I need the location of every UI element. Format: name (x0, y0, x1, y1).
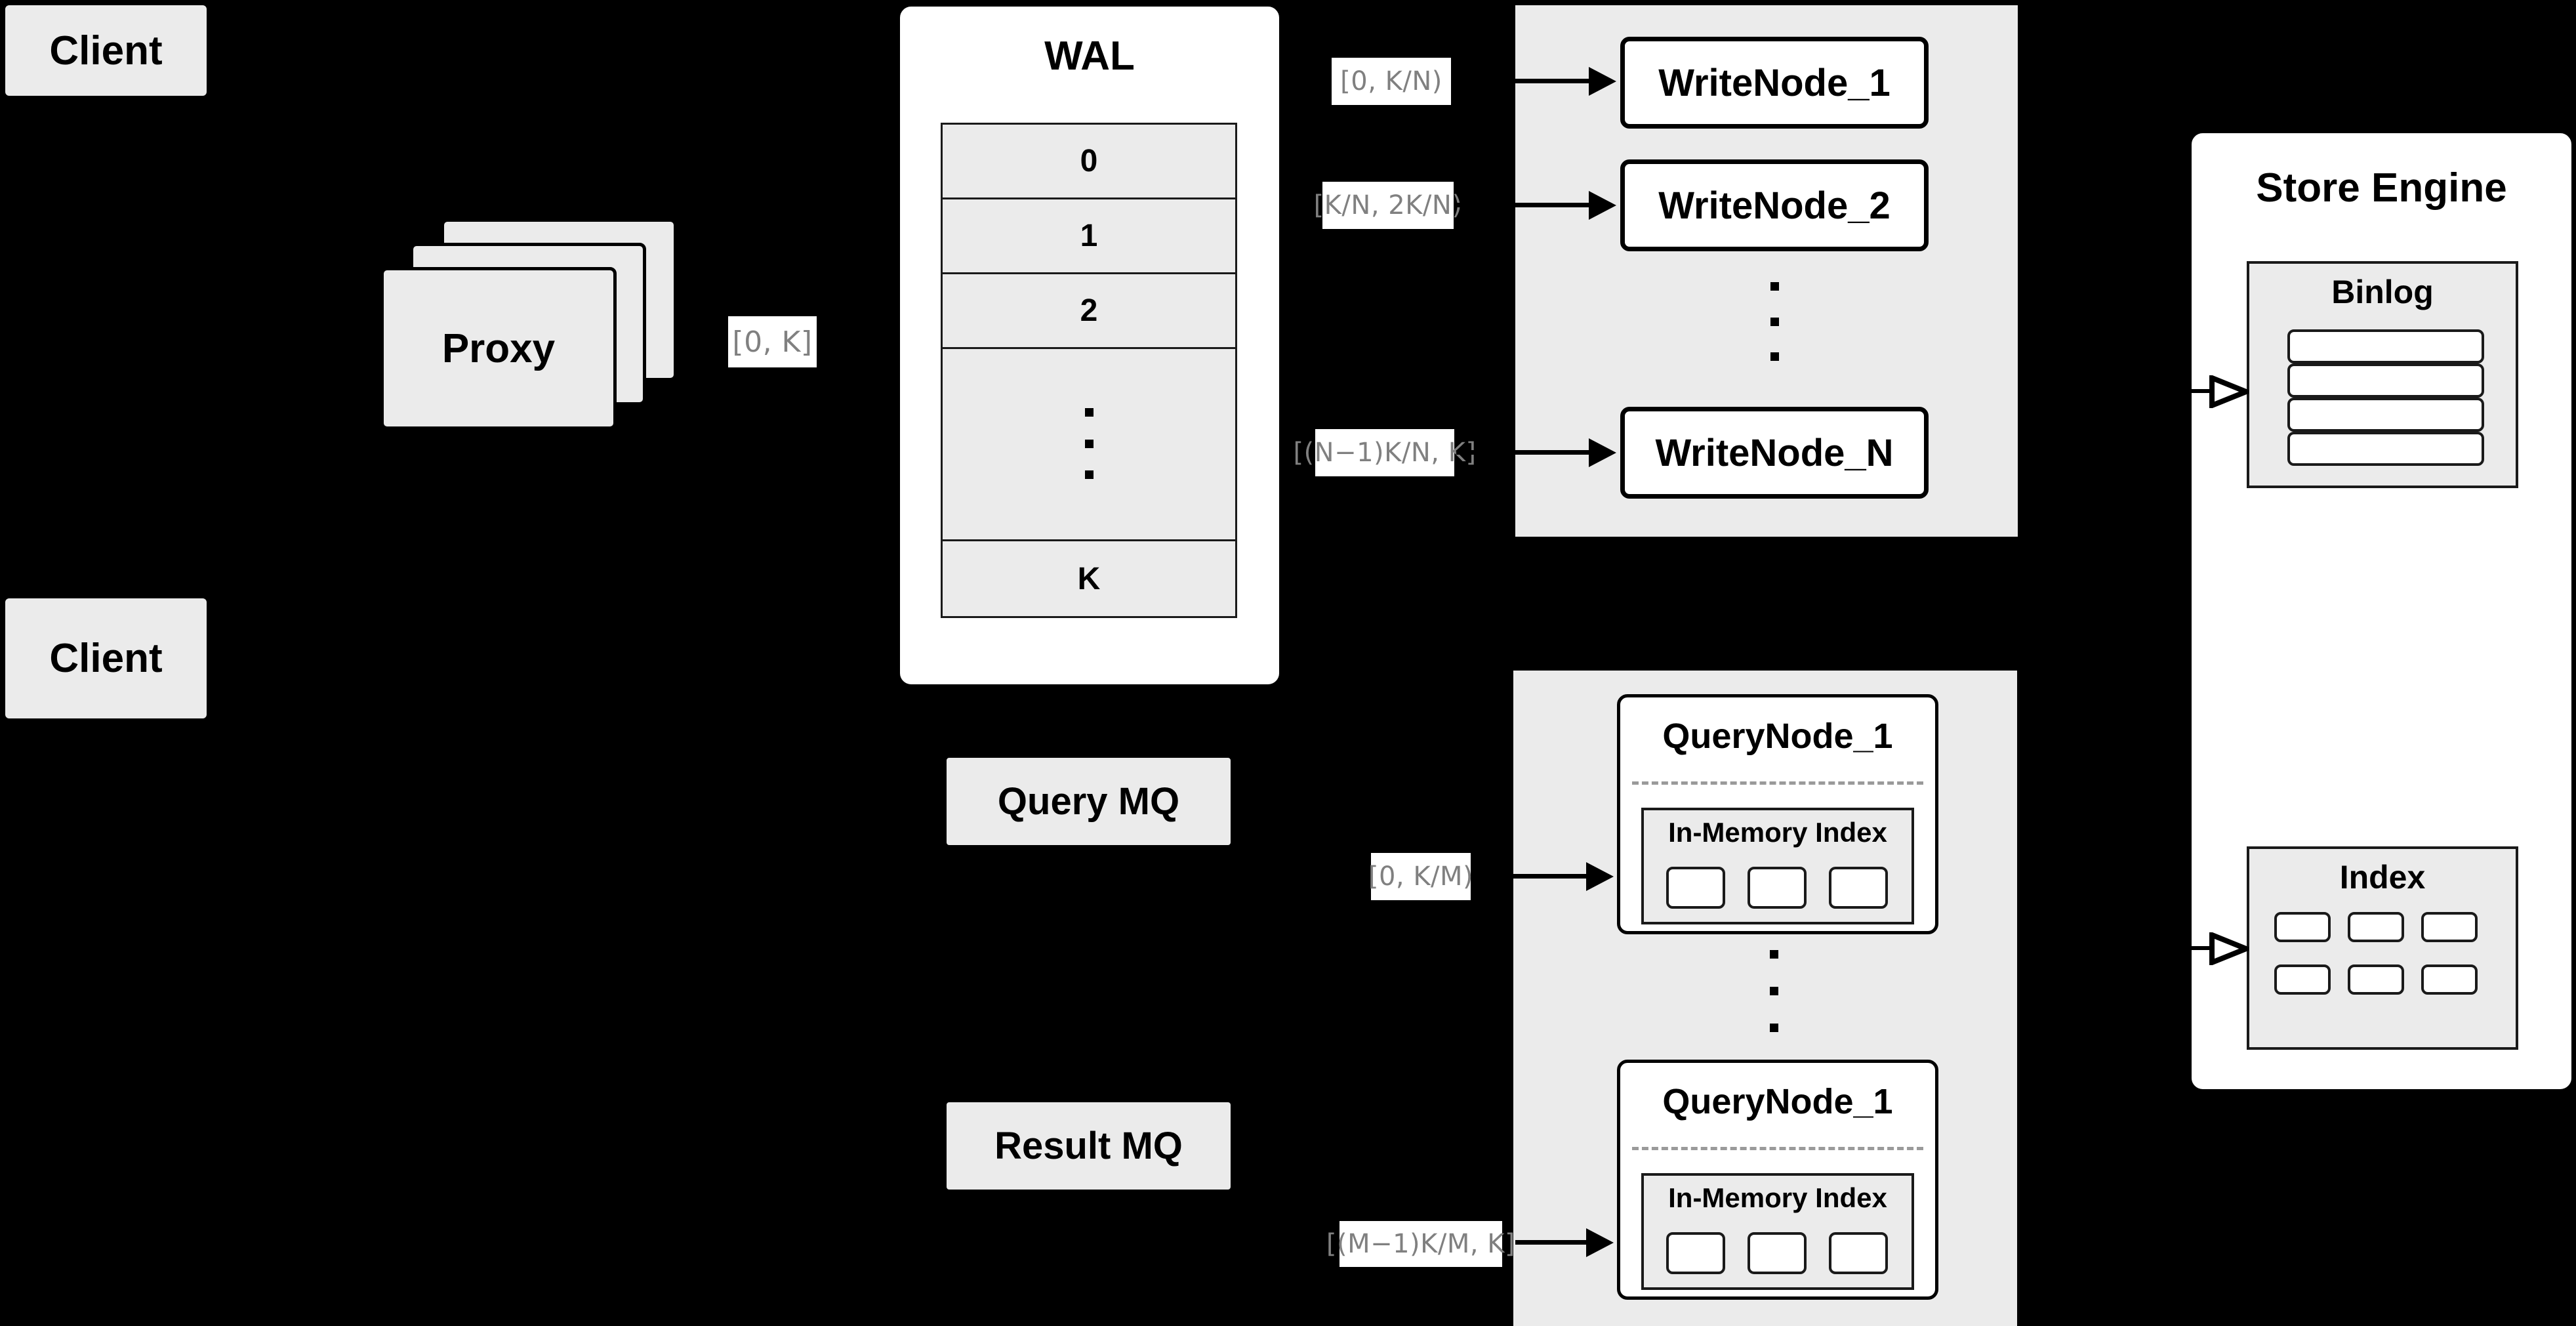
query-node-2-interval-text: [(M−1)K/M, K] (1326, 1229, 1516, 1259)
binlog-entry-3[interactable] (2287, 398, 2484, 432)
write-node-2-interval-label: [K/N, 2K/N) (1314, 182, 1462, 229)
write-node-2-arrowhead-icon (1589, 191, 1616, 220)
wal-vertical-ellipsis-icon (1085, 408, 1094, 479)
client-box-1[interactable]: Client (5, 5, 207, 96)
query-node-2-index-label: In-Memory Index (1668, 1182, 1887, 1213)
index-title: Index (2339, 859, 2426, 896)
index-cell-3[interactable] (2421, 912, 2478, 942)
index-cell-2[interactable] (2348, 912, 2404, 942)
wal-title: WAL (1044, 33, 1135, 79)
client-box-2[interactable]: Client (5, 598, 207, 718)
binlog-entry-2[interactable] (2287, 363, 2484, 398)
binlog-entry-4[interactable] (2287, 432, 2484, 466)
wal-row-2: 2 (943, 274, 1235, 349)
query-node-2-separator (1632, 1147, 1923, 1150)
query-node-1-index-segment-3[interactable] (1829, 867, 1888, 909)
binlog-title: Binlog (2331, 274, 2434, 310)
write-group-vertical-ellipsis-icon (1770, 282, 1779, 361)
write-node-1-arrow-shaft (1455, 79, 1593, 83)
index-block: Index (2247, 846, 2518, 1050)
query-node-2-box[interactable]: QueryNode_1 In-Memory Index (1617, 1060, 1938, 1300)
query-node-1-box[interactable]: QueryNode_1 In-Memory Index (1617, 694, 1938, 934)
query-node-1-interval-text: [0, K/M) (1368, 861, 1474, 892)
proxy-label: Proxy (441, 325, 556, 371)
write-node-n-arrowhead-icon (1589, 438, 1616, 467)
write-node-2-arrow-shaft (1456, 203, 1593, 207)
write-node-n-label: WriteNode_N (1655, 431, 1894, 474)
write-node-2-interval-text: [K/N, 2K/N) (1313, 190, 1463, 220)
query-node-1-arrow-shaft (1473, 874, 1590, 879)
index-cell-5[interactable] (2348, 964, 2404, 995)
query-mq-label: Query MQ (997, 780, 1180, 823)
index-cell-1[interactable] (2274, 912, 2331, 942)
write-node-n-box[interactable]: WriteNode_N (1620, 407, 1929, 499)
wal-row-ellipsis (943, 349, 1235, 541)
client-label-1: Client (49, 28, 163, 73)
query-node-2-arrowhead-icon (1586, 1228, 1614, 1257)
write-node-2-box[interactable]: WriteNode_2 (1620, 159, 1929, 251)
write-node-1-box[interactable]: WriteNode_1 (1620, 37, 1929, 129)
query-node-2-index-segment-2[interactable] (1748, 1232, 1807, 1274)
query-node-2-index-segment-1[interactable] (1666, 1232, 1725, 1274)
wal-rows-table: 0 1 2 K (941, 123, 1237, 618)
proxy-box[interactable]: Proxy (380, 267, 617, 430)
query-node-1-interval-label: [0, K/M) (1368, 853, 1474, 900)
index-cell-4[interactable] (2274, 964, 2331, 995)
query-node-2-title: QueryNode_1 (1662, 1082, 1893, 1121)
write-node-1-interval-label: [0, K/N) (1332, 58, 1451, 105)
write-node-1-arrowhead-icon (1589, 67, 1616, 96)
query-node-1-separator (1632, 781, 1923, 785)
query-node-1-inmemory-index: In-Memory Index (1641, 808, 1914, 924)
proxy-interval-text: [0, K] (732, 325, 813, 359)
query-mq-box[interactable]: Query MQ (947, 758, 1231, 845)
wal-row-0-label: 0 (1080, 144, 1098, 178)
binlog-entry-1[interactable] (2287, 329, 2484, 363)
wal-row-2-label: 2 (1080, 293, 1098, 328)
query-node-1-arrowhead-icon (1586, 862, 1614, 891)
wal-row-k-label: K (1077, 561, 1101, 596)
result-mq-label: Result MQ (994, 1125, 1183, 1167)
write-node-1-label: WriteNode_1 (1658, 61, 1891, 104)
write-node-n-interval-text: [(N−1)K/N, K] (1293, 438, 1477, 468)
query-node-2-arrow-shaft (1515, 1240, 1591, 1245)
query-node-1-index-segment-1[interactable] (1666, 867, 1725, 909)
index-cell-6[interactable] (2421, 964, 2478, 995)
wal-row-0: 0 (943, 125, 1235, 199)
store-engine-title: Store Engine (2256, 165, 2507, 211)
client-label-2: Client (49, 636, 163, 681)
query-node-2-inmemory-index: In-Memory Index (1641, 1173, 1914, 1290)
wal-row-1-label: 1 (1080, 218, 1098, 253)
query-node-1-title: QueryNode_1 (1662, 716, 1893, 756)
write-node-n-interval-label: [(N−1)K/N, K] (1293, 429, 1476, 476)
result-mq-box[interactable]: Result MQ (947, 1102, 1231, 1190)
proxy-interval-label: [0, K] (728, 316, 817, 367)
query-node-2-interval-label: [(M−1)K/M, K] (1326, 1221, 1515, 1267)
binlog-block: Binlog (2247, 261, 2518, 488)
query-node-1-index-label: In-Memory Index (1668, 817, 1887, 848)
query-node-2-index-segment-3[interactable] (1829, 1232, 1888, 1274)
write-node-2-label: WriteNode_2 (1658, 184, 1891, 227)
query-node-1-index-segment-2[interactable] (1748, 867, 1807, 909)
wal-row-1: 1 (943, 199, 1235, 274)
write-node-n-arrow-shaft (1456, 450, 1593, 455)
wal-row-k: K (943, 541, 1235, 616)
write-node-1-interval-text: [0, K/N) (1340, 66, 1442, 96)
query-group-vertical-ellipsis-icon (1770, 950, 1778, 1032)
